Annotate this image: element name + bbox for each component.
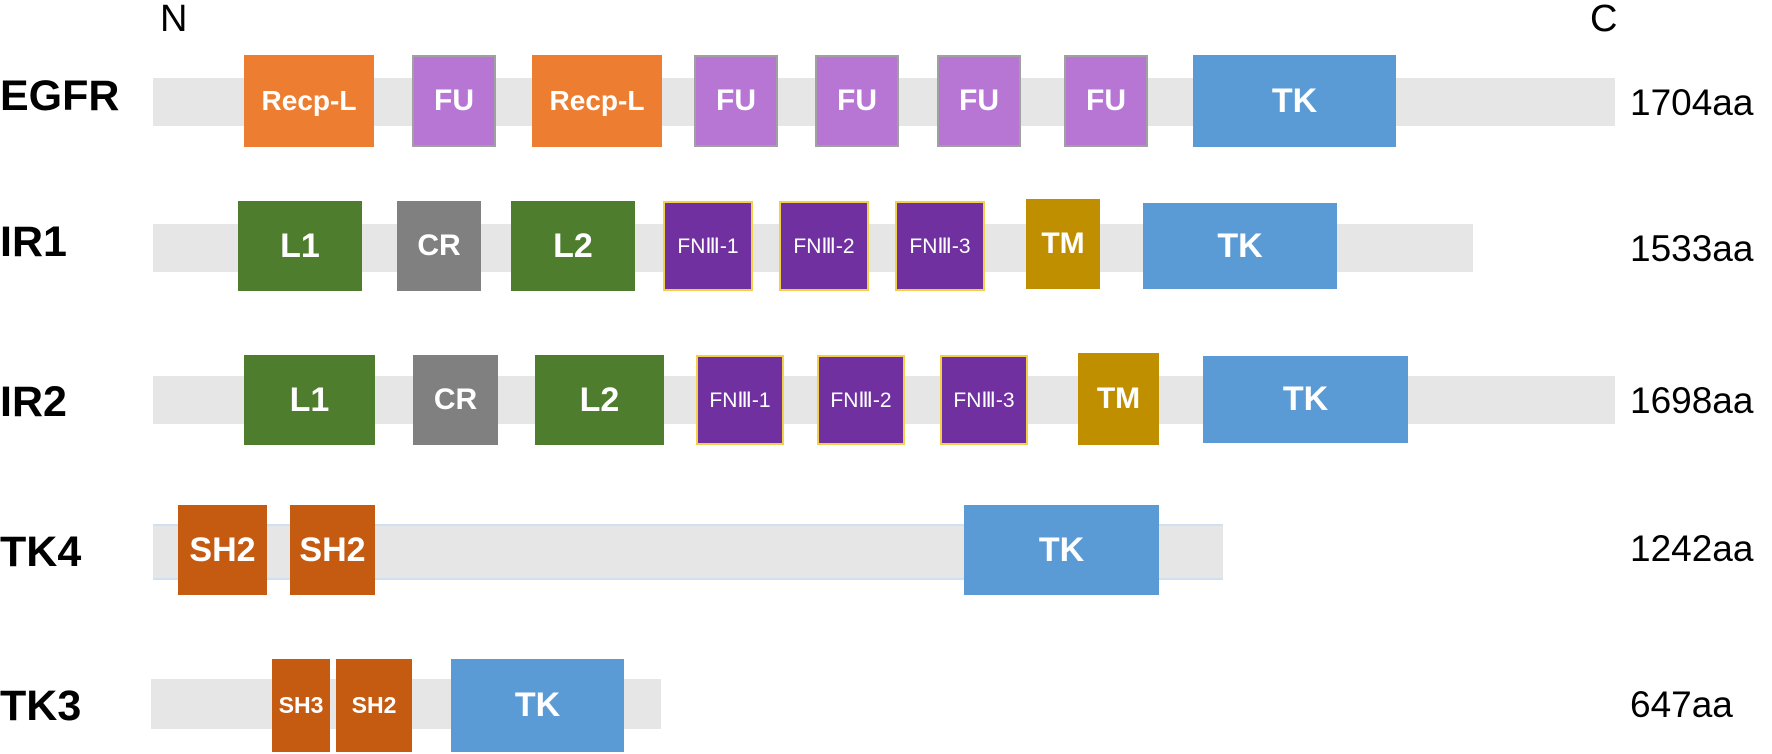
tk4-domain-sh2-2: SH2 — [290, 505, 375, 595]
ir2-domain-tk: TK — [1203, 356, 1408, 443]
tk3-domain-sh2: SH2 — [336, 659, 412, 752]
ir2-domain-l2: L2 — [535, 355, 664, 445]
ir2-domain-fniii-3: FNⅢ-3 — [940, 355, 1028, 445]
tk4-domain-sh2-1: SH2 — [178, 505, 267, 595]
ir1-domain-cr: CR — [397, 201, 481, 291]
protein-name-ir2: IR2 — [0, 378, 67, 426]
n-terminus-label: N — [160, 0, 188, 40]
ir2-domain-fniii-1: FNⅢ-1 — [696, 355, 784, 445]
ir2-domain-l1: L1 — [244, 355, 375, 445]
ir1-domain-tk: TK — [1143, 203, 1337, 289]
egfr-domain-recp-l-2: Recp-L — [532, 55, 662, 147]
protein-name-ir1: IR1 — [0, 218, 67, 266]
c-terminus-label: C — [1590, 0, 1618, 40]
protein-name-tk4: TK4 — [0, 528, 82, 576]
ir2-length: 1698aa — [1630, 380, 1754, 421]
egfr-domain-fu-5: FU — [1064, 55, 1148, 147]
ir1-domain-fniii-2: FNⅢ-2 — [779, 201, 869, 291]
ir1-length: 1533aa — [1630, 228, 1754, 269]
tk3-domain-sh3: SH3 — [272, 659, 330, 752]
ir1-domain-fniii-1: FNⅢ-1 — [663, 201, 753, 291]
ir1-domain-l1: L1 — [238, 201, 362, 291]
protein-name-tk3: TK3 — [0, 682, 82, 730]
ir1-domain-tm: TM — [1026, 199, 1100, 289]
egfr-domain-recp-l-1: Recp-L — [244, 55, 374, 147]
egfr-domain-fu-3: FU — [815, 55, 899, 147]
ir1-domain-l2: L2 — [511, 201, 635, 291]
egfr-length: 1704aa — [1630, 82, 1754, 123]
egfr-domain-fu-2: FU — [694, 55, 778, 147]
egfr-domain-fu-4: FU — [937, 55, 1021, 147]
ir2-domain-fniii-2: FNⅢ-2 — [817, 355, 905, 445]
tk3-domain-tk: TK — [451, 659, 624, 752]
ir2-domain-cr: CR — [413, 355, 498, 445]
tk4-domain-tk: TK — [964, 505, 1159, 595]
egfr-domain-tk: TK — [1193, 55, 1396, 147]
tk3-length: 647aa — [1630, 684, 1733, 725]
egfr-domain-fu-1: FU — [412, 55, 496, 147]
ir1-domain-fniii-3: FNⅢ-3 — [895, 201, 985, 291]
tk4-length: 1242aa — [1630, 528, 1754, 569]
protein-name-egfr: EGFR — [0, 72, 120, 120]
ir2-domain-tm: TM — [1078, 353, 1159, 445]
